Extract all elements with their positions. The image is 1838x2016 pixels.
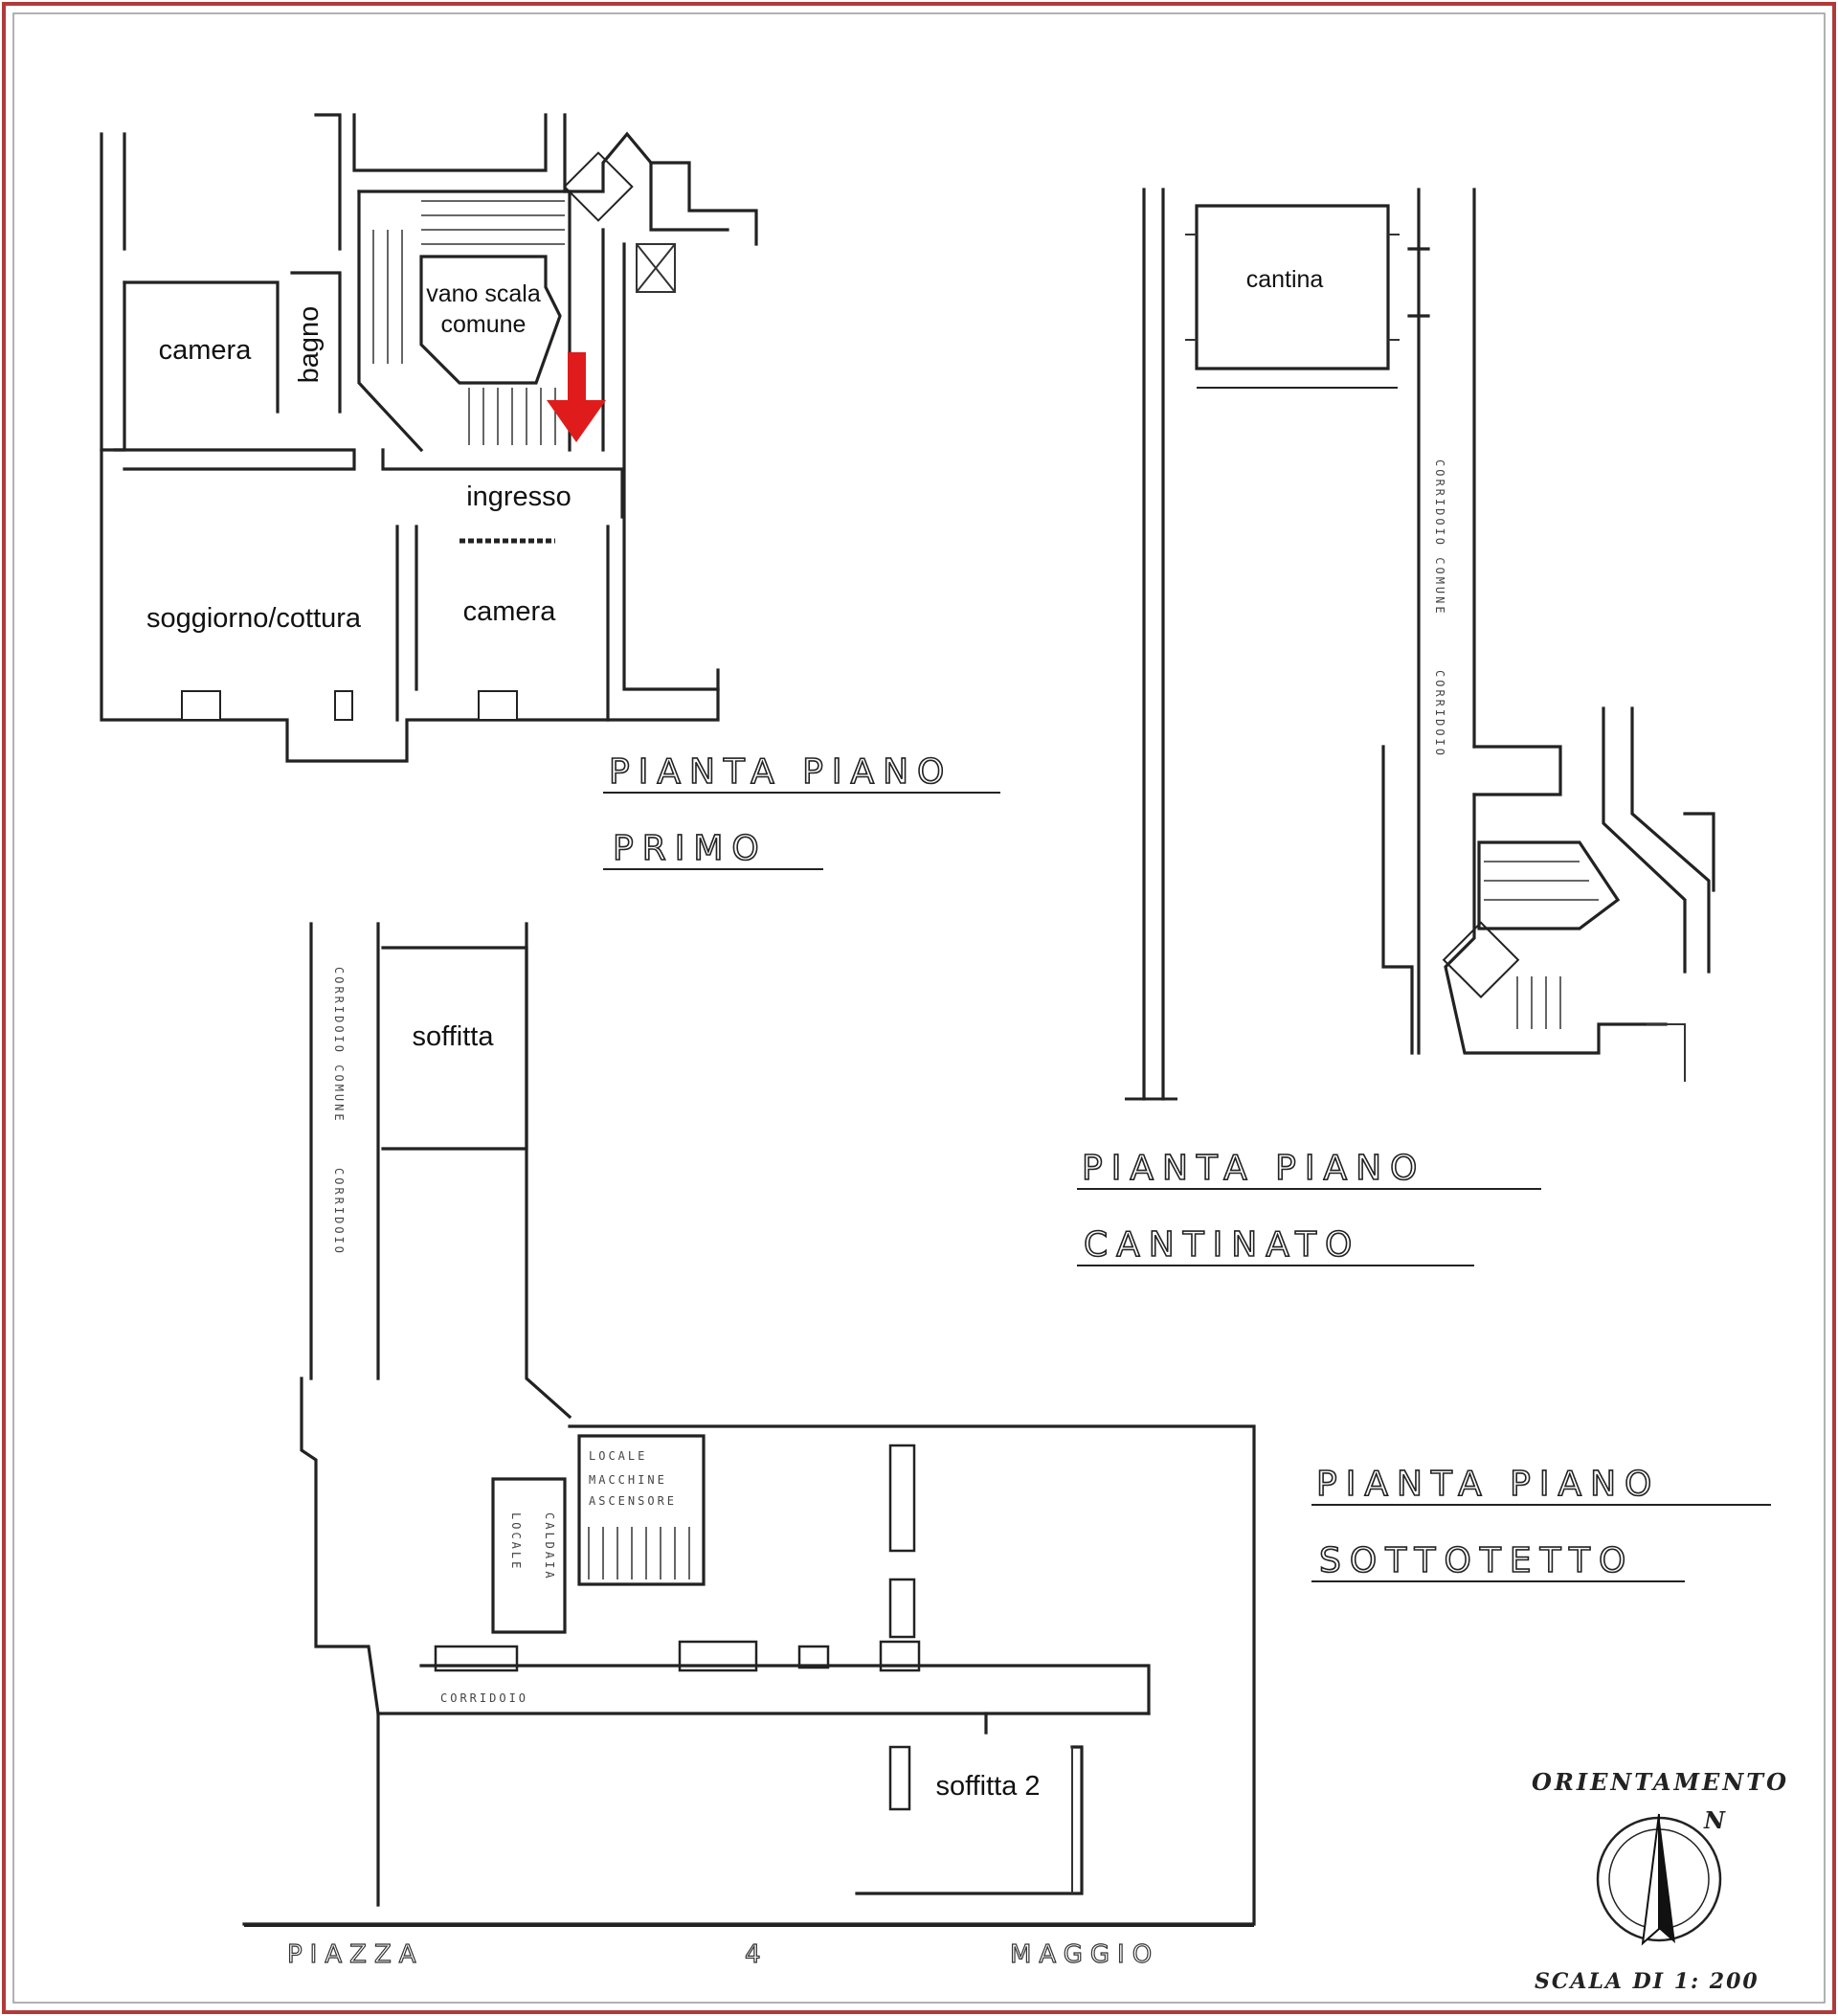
room-label-vano-scala-2: comune <box>441 311 527 338</box>
arrow-down-icon <box>547 352 606 442</box>
scale-label: SCALA DI 1: 200 <box>1535 1969 1760 1994</box>
room-label-ingresso: ingresso <box>466 482 572 512</box>
svg-text:LOCALE: LOCALE <box>589 1449 647 1463</box>
windows-primo <box>181 690 518 721</box>
room-label-soffitta: soffitta <box>413 1021 495 1052</box>
plan-title-cantinato-2: CANTINATO <box>1084 1225 1360 1265</box>
svg-text:CORRIDOIO: CORRIDOIO <box>440 1691 528 1705</box>
stair-treads-sottotetto <box>588 1527 690 1579</box>
stair-treads-cantinato <box>1484 861 1599 1029</box>
stair-treads-primo <box>372 200 565 445</box>
diamond-shaft-cantinato <box>1442 921 1520 999</box>
room-label-soffitta-2: soffitta 2 <box>935 1771 1040 1802</box>
plan-cantinato: CORRIDOIO COMUNE CORRIDOIO cantina PIANT… <box>1077 188 1715 1266</box>
street-label-maggio: MAGGIO <box>1010 1940 1159 1969</box>
plan-primo: camera bagno vano scala comune ingresso … <box>100 113 1000 870</box>
room-label-vano-scala-1: vano scala <box>426 280 541 307</box>
svg-text:CORRIDOIO COMUNE: CORRIDOIO COMUNE <box>1433 459 1446 616</box>
svg-text:CORRIDOIO COMUNE: CORRIDOIO COMUNE <box>332 967 346 1124</box>
room-label-camera-left: camera <box>159 335 253 366</box>
room-label-cantina: cantina <box>1246 266 1324 293</box>
north-label: N <box>1703 1806 1728 1834</box>
svg-text:ASCENSORE: ASCENSORE <box>589 1494 677 1508</box>
pillars-sottotetto <box>434 1444 921 1811</box>
street-label-piazza: PIAZZA <box>287 1940 424 1969</box>
orientation-label: ORIENTAMENTO <box>1532 1768 1789 1796</box>
sheet-inner-frame <box>12 12 1826 2004</box>
svg-text:LOCALE: LOCALE <box>509 1512 523 1571</box>
room-label-soggiorno: soggiorno/cottura <box>146 603 362 634</box>
room-label-bagno: bagno <box>294 306 325 384</box>
svg-text:CORRIDOIO: CORRIDOIO <box>332 1168 346 1256</box>
compass-icon: ORIENTAMENTO N <box>1532 1768 1789 1946</box>
plan-title-sottotetto-2: SOTTOTETTO <box>1319 1541 1634 1580</box>
svg-text:CALDAIA: CALDAIA <box>543 1512 556 1581</box>
room-label-camera-right: camera <box>463 596 557 627</box>
plan-title-cantinato-1: PIANTA PIANO <box>1082 1149 1425 1188</box>
plan-title-primo-1: PIANTA PIANO <box>609 752 953 792</box>
plan-sottotetto: CORRIDOIO COMUNE CORRIDOIO LOCALE MACCHI… <box>242 922 1771 1970</box>
svg-text:CORRIDOIO: CORRIDOIO <box>1433 670 1446 758</box>
diamond-shaft-primo <box>563 151 634 222</box>
plan-title-primo-2: PRIMO <box>613 829 768 868</box>
corridor-note-cantinato: CORRIDOIO COMUNE CORRIDOIO <box>1433 459 1446 758</box>
corridor-note-sottotetto: CORRIDOIO COMUNE CORRIDOIO <box>332 967 346 1256</box>
street-label-number: 4 <box>745 1940 769 1969</box>
svg-text:MACCHINE: MACCHINE <box>589 1473 667 1487</box>
plan-title-sottotetto-1: PIANTA PIANO <box>1316 1465 1660 1504</box>
